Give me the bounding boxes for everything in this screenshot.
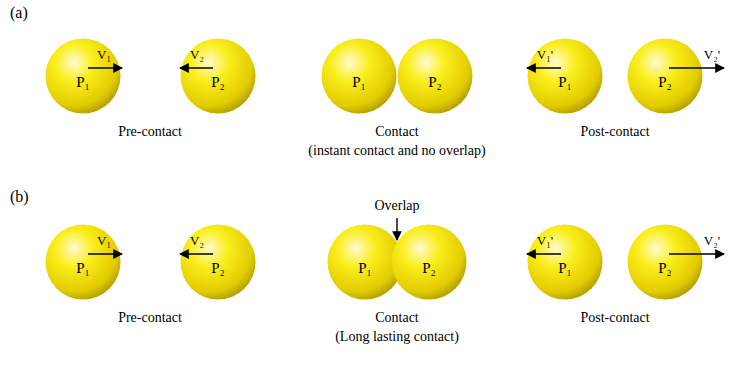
velocity-arrow	[88, 253, 122, 254]
particle-name: P₂	[428, 75, 442, 90]
stage-note: (Long lasting contact)	[335, 329, 459, 344]
stage-label: Pre-contact	[118, 124, 182, 139]
velocity-arrow	[527, 253, 561, 254]
stage-label: Contact	[375, 310, 419, 325]
stage-note: (instant contact and no overlap)	[308, 143, 485, 158]
velocity-label: V₂	[190, 234, 204, 248]
particle-sphere: P₂	[627, 38, 703, 114]
particle-name: P₁	[358, 261, 372, 276]
velocity-label: V₁	[97, 234, 111, 248]
stage-label: Post-contact	[580, 310, 649, 325]
particle-sphere: P₂	[391, 224, 467, 300]
particle-name: P₁	[76, 75, 90, 90]
velocity-label: V₂'	[704, 234, 720, 248]
particle-name: P₂	[211, 261, 225, 276]
velocity-label: V₁'	[537, 234, 553, 248]
velocity-label: V₂	[190, 48, 204, 62]
stage-label: Pre-contact	[118, 310, 182, 325]
overlap-label: Overlap	[374, 198, 419, 213]
particle-sphere: P₂	[397, 38, 473, 114]
velocity-arrow	[669, 67, 724, 68]
particle-name: P₂	[211, 75, 225, 90]
velocity-label: V₁	[97, 48, 111, 62]
leader-arrow	[396, 218, 397, 240]
particle-name: P₂	[422, 261, 436, 276]
particle-name: P₁	[558, 261, 572, 276]
velocity-label: V₁'	[537, 48, 553, 62]
velocity-arrow	[180, 253, 213, 254]
panel-letter: (b)	[10, 188, 29, 206]
particle-name: P₁	[76, 261, 90, 276]
velocity-arrow	[669, 253, 724, 254]
panel-letter: (a)	[10, 4, 28, 22]
particle-name: P₂	[658, 261, 672, 276]
velocity-label: V₂'	[704, 48, 720, 62]
particle-sphere: P₂	[627, 224, 703, 300]
stage-label: Contact	[375, 124, 419, 139]
particle-sphere: P₁	[321, 38, 397, 114]
particle-name: P₁	[558, 75, 572, 90]
particle-name: P₂	[658, 75, 672, 90]
velocity-arrow	[527, 67, 561, 68]
stage-label: Post-contact	[580, 124, 649, 139]
velocity-arrow	[180, 67, 213, 68]
particle-name: P₁	[352, 75, 366, 90]
velocity-arrow	[88, 67, 122, 68]
